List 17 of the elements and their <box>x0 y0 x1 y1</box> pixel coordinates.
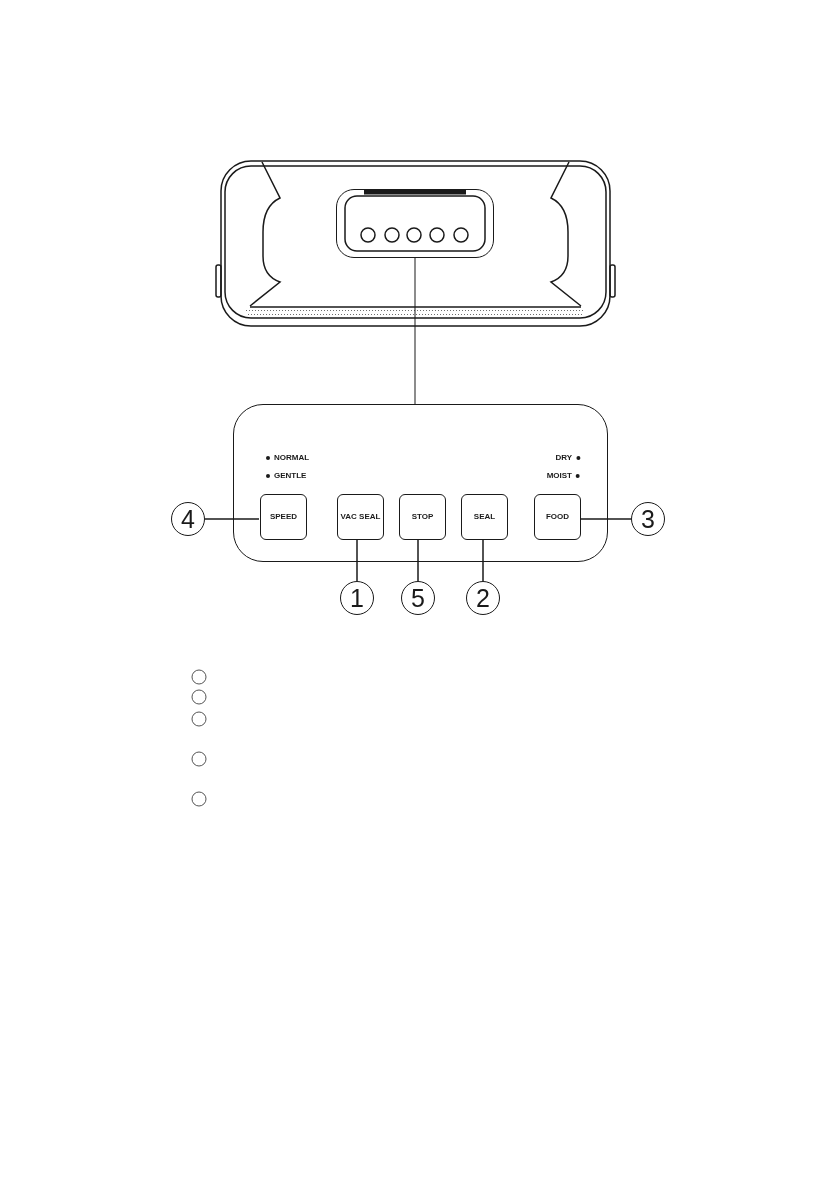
control-panel <box>233 404 608 562</box>
indicator-label: DRY <box>555 454 572 462</box>
control-button: SEAL <box>461 494 508 540</box>
control-button: FOOD <box>534 494 581 540</box>
control-button: SPEED <box>260 494 307 540</box>
leader-line <box>414 257 416 405</box>
indicator-label: NORMAL <box>274 454 310 462</box>
control-button: VAC SEAL <box>337 494 384 540</box>
leader-line <box>356 538 358 582</box>
indicator-label: MOIST <box>546 472 572 480</box>
leader-line <box>417 538 419 582</box>
leader-line <box>579 518 632 520</box>
button-strip <box>336 189 494 258</box>
leader-line <box>482 538 484 582</box>
indicator-label: GENTLE <box>274 472 307 480</box>
leader-line <box>204 518 260 520</box>
control-button: STOP <box>399 494 446 540</box>
